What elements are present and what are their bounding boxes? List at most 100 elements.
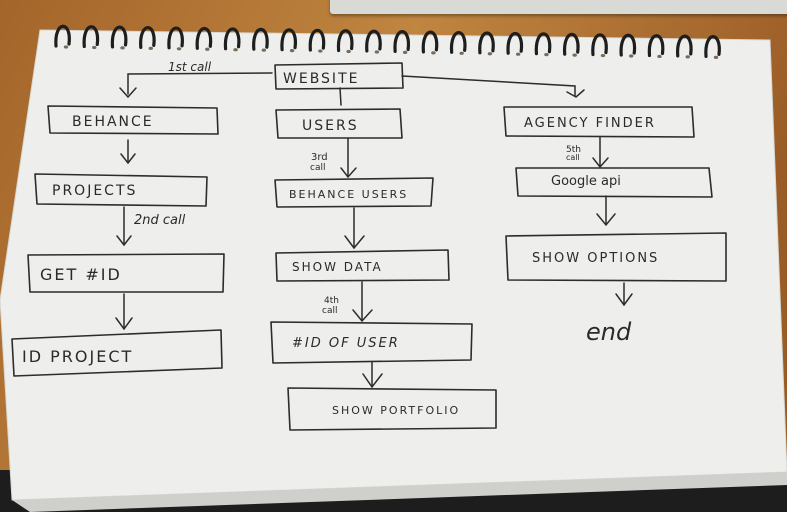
spiral-ring [252,27,269,51]
box-show-options [505,232,727,282]
node-boxes [11,62,727,431]
paper-edge [12,472,787,512]
label-show-options: SHOW OPTIONS [532,251,659,266]
binding-hole [431,51,436,55]
label-website: WEBSITE [283,71,359,87]
spiral-ring [223,27,241,51]
binding-hole [713,55,719,59]
spiral-ring [647,34,665,58]
arrowhead [344,235,365,250]
spiral-ring [110,25,128,49]
box-get-id [27,253,225,293]
spiral-ring [478,31,495,55]
spiral-ring [393,30,411,53]
box-behance-users [274,177,434,208]
binding-hole [120,46,125,50]
annotation-5th-number: 5th [566,145,581,155]
box-agency-finder [503,106,695,138]
spiral-ring [450,31,467,54]
annotation-4th-number: 4th [324,296,339,306]
annotation-1st-call: 1st call [168,60,212,74]
binding-hole [402,50,408,55]
spiral-ring [365,29,382,53]
spiral-ring [167,26,184,50]
label-google-api: Google api [551,174,621,189]
spiral-ring [591,33,608,57]
node-labels: WEBSITE BEHANCE USERS AGENCY FINDER PROJ… [22,71,659,417]
arrowhead [120,153,136,165]
binding-hole [572,53,577,57]
arrowhead [362,373,383,389]
binding-hole [318,49,323,53]
box-users [275,108,403,139]
binding-hole [459,51,464,55]
arrow-website-to-agency [401,75,576,97]
arrowhead [566,89,585,98]
spiral-ring [139,26,156,49]
label-agency-finder: AGENCY FINDER [524,116,656,131]
spiral-ring [54,24,71,48]
box-google-api [515,167,713,198]
box-show-data [275,249,450,282]
binding-hole [600,53,606,58]
spiral-ring [534,32,552,56]
arrow-website-to-behance [127,72,273,95]
box-show-portfolio [287,387,497,431]
arrowhead [116,235,132,247]
spiral-binding [54,24,721,59]
box-projects [34,173,208,207]
spiral-ring [280,28,297,52]
annotation-4th-word: call [322,306,337,316]
binding-hole [176,47,182,51]
box-website [274,62,404,90]
label-projects: PROJECTS [52,183,137,199]
arrowhead [352,309,373,323]
label-show-portfolio: SHOW PORTFOLIO [332,404,460,417]
line-website-to-users [339,87,342,106]
binding-hole [233,48,238,52]
spiral-ring [195,27,213,50]
label-behance: BEHANCE [72,114,154,130]
binding-hole [261,48,267,52]
arrowhead [115,317,133,331]
keyboard-edge [330,0,787,14]
label-id-of-user: #ID OF USER [292,336,400,351]
label-end: end [586,318,632,346]
binding-hole [374,50,380,54]
binding-hole [92,45,97,50]
binding-hole [63,45,69,49]
binding-hole [487,52,493,56]
binding-hole [685,55,690,59]
annotation-3rd-number: 3rd [311,152,328,163]
annotation-2nd-call: 2nd call [134,213,186,228]
binding-hole [205,47,210,51]
connectors [115,72,633,389]
annotation-5th-word: call [566,153,580,162]
annotation-3rd-word: call [310,163,325,173]
arrowhead [615,293,633,307]
spiral-ring [308,28,326,52]
arrowhead [119,87,137,99]
label-get-id: GET #ID [40,265,122,284]
binding-hole [544,53,549,57]
spiral-ring [506,31,524,55]
arrowhead [592,157,609,169]
call-annotations: 1st call 2nd call 3rd call 4th call 5th … [134,60,581,316]
box-id-of-user [270,321,473,364]
label-id-project: ID PROJECT [22,347,133,366]
spiral-ring [82,25,100,49]
spiral-ring [563,32,580,56]
box-id-project [11,329,223,377]
label-users: USERS [302,118,359,134]
spiral-ring [337,29,354,53]
arrowhead [340,167,357,179]
label-show-data: SHOW DATA [292,260,383,274]
binding-hole [346,49,351,54]
binding-hole [629,54,634,58]
spiral-ring [421,30,439,54]
spiral-ring [619,33,637,57]
binding-hole [148,46,153,50]
spiral-ring [676,34,693,58]
